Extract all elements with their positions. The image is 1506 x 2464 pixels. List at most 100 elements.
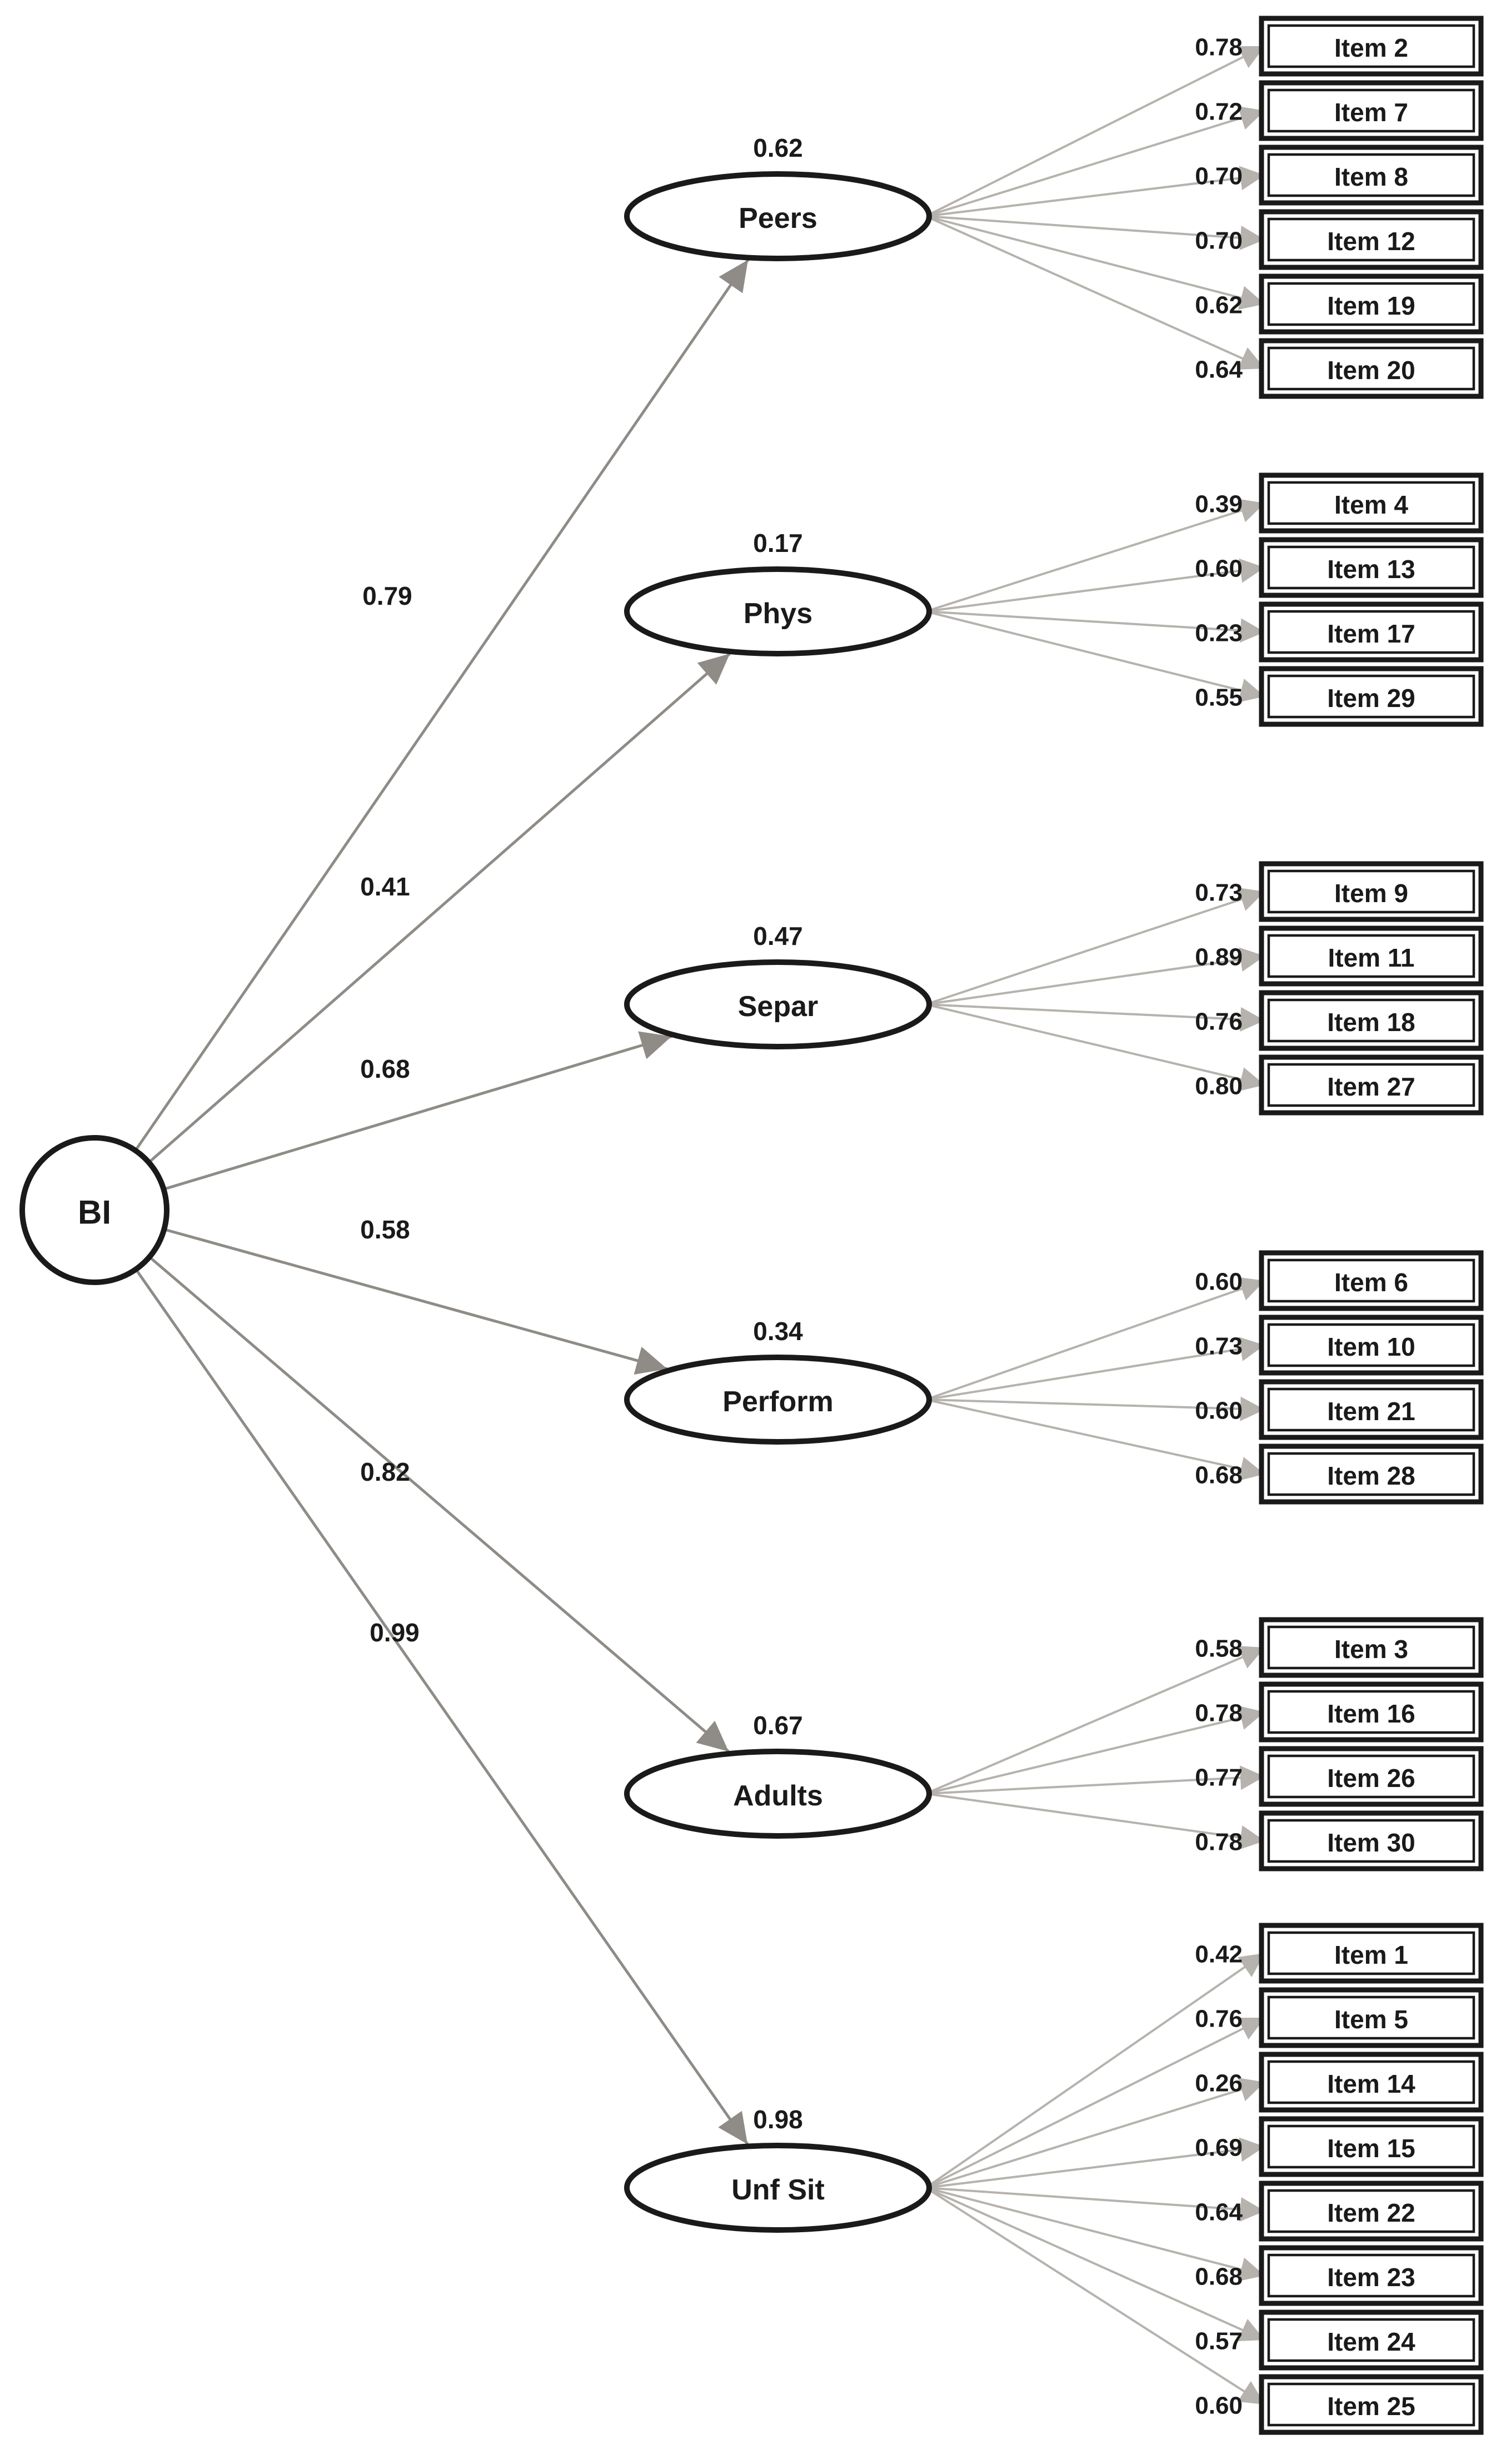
indicator-box (1259, 145, 1484, 206)
item-loading-label: 0.70 (1195, 227, 1243, 255)
factor-label: Separ (738, 990, 819, 1023)
indicator-box (1259, 273, 1484, 335)
item-loading-label: 0.60 (1195, 555, 1243, 583)
indicator-label: Item 25 (1327, 2392, 1415, 2421)
bi-factor-path (134, 259, 750, 1152)
factor-label: Adults (733, 1780, 823, 1812)
indicator-label: Item 26 (1327, 1764, 1415, 1793)
item-loading-arrow (925, 106, 1265, 217)
indicator-label: Item 3 (1334, 1635, 1408, 1664)
indicator-label: Item 21 (1327, 1397, 1415, 1426)
indicator-label: Item 2 (1334, 33, 1408, 62)
indicator-box (1259, 80, 1484, 141)
item-loading-label: 0.69 (1195, 2134, 1243, 2162)
indicator-box (1259, 1987, 1484, 2048)
item-loading-arrow (925, 215, 1265, 250)
indicator-box (1259, 338, 1484, 399)
item-loading-arrow (925, 1337, 1265, 1401)
indicator-box (1259, 925, 1484, 987)
bi-path-loading-label: 0.99 (370, 1618, 420, 1647)
item-loading-arrow (925, 1003, 1265, 1092)
item-loading-arrow (925, 2187, 1266, 2406)
bi-factor-path (148, 1256, 730, 1753)
item-loading-arrow (925, 888, 1265, 1005)
item-loading-label: 0.64 (1195, 2199, 1243, 2226)
indicator-box (1259, 1443, 1484, 1505)
item-loading-label: 0.60 (1195, 1268, 1243, 1296)
indicator-box-inner-border (1267, 610, 1475, 654)
indicator-label: Item 8 (1334, 162, 1408, 191)
indicator-label: Item 9 (1334, 879, 1408, 908)
indicator-box (1259, 1054, 1484, 1116)
bi-latent-label: BI (78, 1194, 111, 1231)
item-loading-label: 0.58 (1195, 1635, 1243, 1662)
factor-ellipse-perform (624, 1355, 932, 1445)
indicator-label: Item 27 (1327, 1072, 1415, 1101)
indicator-box-inner-border (1267, 1931, 1475, 1975)
item-loading-arrow (925, 2017, 1265, 2189)
item-loading-arrow (925, 1705, 1265, 1795)
indicator-box-inner-border (1267, 88, 1475, 133)
item-loading-label: 0.77 (1195, 1764, 1243, 1791)
factor-variance-label: 0.67 (753, 1711, 803, 1740)
indicator-box-inner-border (1267, 1323, 1475, 1367)
indicator-label: Item 4 (1334, 490, 1408, 519)
item-loading-arrow (925, 1765, 1265, 1795)
indicator-box-inner-border (1267, 24, 1475, 68)
indicator-label: Item 1 (1334, 1940, 1408, 1969)
indicator-box (1259, 861, 1484, 922)
bi-factor-path (163, 1228, 668, 1375)
bi-latent-circle (19, 1135, 169, 1285)
item-loading-arrow (925, 947, 1265, 1005)
item-loading-label: 0.68 (1195, 2263, 1243, 2291)
indicator-box (1259, 209, 1484, 270)
item-loading-arrow (925, 1646, 1265, 1795)
factor-ellipse-unf-sit (624, 2143, 932, 2233)
indicator-box-inner-border (1267, 545, 1475, 590)
item-loading-arrow (925, 215, 1265, 310)
indicator-box (1259, 1617, 1484, 1678)
indicator-box (1259, 16, 1484, 77)
factor-label: Peers (739, 202, 817, 235)
bi-path-loading-label: 0.82 (360, 1457, 410, 1486)
indicator-box-inner-border (1267, 1258, 1475, 1303)
indicator-box (1259, 1315, 1484, 1376)
indicator-box-inner-border (1267, 2124, 1475, 2169)
item-loading-label: 0.62 (1195, 292, 1243, 319)
item-loading-arrow (925, 610, 1265, 703)
item-loading-arrow (925, 558, 1265, 613)
indicator-box-inner-border (1267, 1387, 1475, 1432)
item-loading-label: 0.72 (1195, 98, 1243, 126)
factor-variance-label: 0.98 (753, 2105, 803, 2134)
item-loading-arrow (925, 1398, 1265, 1481)
indicator-box (1259, 601, 1484, 663)
item-loading-arrow (925, 45, 1265, 217)
indicator-box (1259, 1250, 1484, 1311)
indicator-box (1259, 2052, 1484, 2113)
indicator-label: Item 30 (1327, 1828, 1415, 1857)
indicator-label: Item 18 (1327, 1008, 1415, 1037)
item-loading-label: 0.76 (1195, 2005, 1243, 2033)
item-loading-label: 0.78 (1195, 1700, 1243, 1727)
latent-group-bi: BI (19, 1135, 169, 1285)
indicator-box-inner-border (1267, 1995, 1475, 2040)
indicator-box-inner-border (1267, 1690, 1475, 1734)
item-loading-arrow (925, 499, 1265, 613)
bi-factor-path (148, 653, 731, 1164)
item-loading-label: 0.64 (1195, 356, 1243, 384)
indicator-label: Item 13 (1327, 555, 1415, 584)
indicator-label: Item 14 (1327, 2069, 1415, 2098)
indicator-label: Item 29 (1327, 684, 1415, 713)
indicator-box-inner-border (1267, 2318, 1475, 2362)
indicator-label: Item 7 (1334, 98, 1408, 127)
item-loading-label: 0.68 (1195, 1462, 1243, 1489)
indicator-label: Item 6 (1334, 1268, 1408, 1297)
indicator-box-inner-border (1267, 1819, 1475, 1863)
factor-label: Unf Sit (731, 2174, 825, 2206)
factor-ellipse-separ (624, 959, 932, 1049)
factor-ellipse-phys (624, 566, 932, 656)
indicator-label: Item 19 (1327, 291, 1415, 320)
bi-path-loading-label: 0.68 (360, 1054, 410, 1083)
